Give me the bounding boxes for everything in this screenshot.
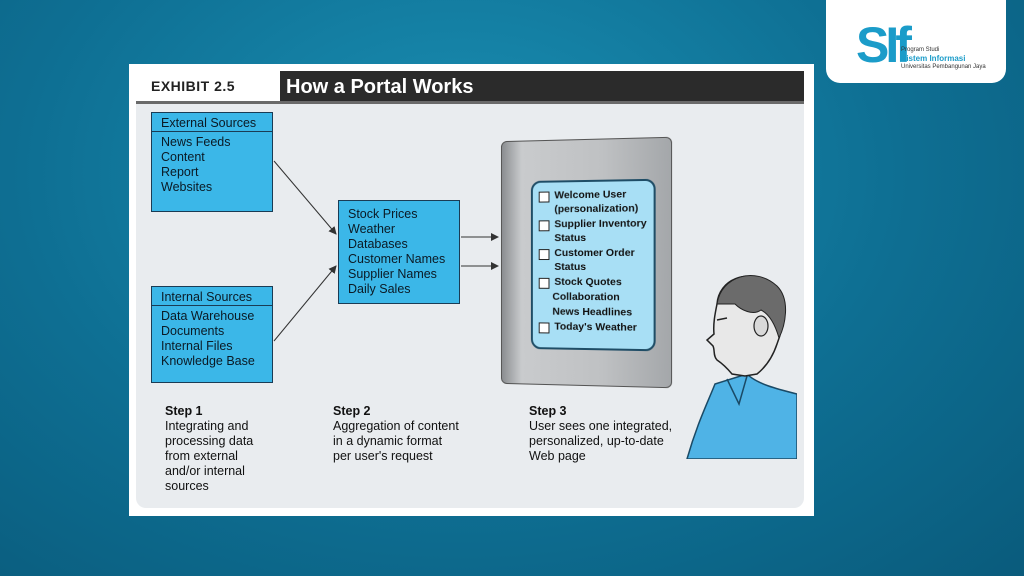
step-2: Step 2 Aggregation of content in a dynam… — [333, 404, 459, 464]
logo-text: Program Studi Sistem Informasi Universit… — [901, 46, 986, 71]
step-text: personalized, up-to-date — [529, 434, 664, 448]
step-label: Step 2 — [333, 404, 371, 418]
aggregation-item: Weather — [348, 222, 396, 236]
step-text: from external — [165, 449, 238, 463]
checkbox-icon — [538, 322, 550, 334]
logo-line-university: Universitas Pembangunan Jaya — [901, 64, 986, 70]
screen-list-item: Stock Quotes — [538, 275, 650, 289]
arrow-external-to-aggregation — [273, 160, 337, 235]
step-text: and/or internal — [165, 464, 245, 478]
step-text: per user's request — [333, 449, 433, 463]
aggregation-item: Stock Prices — [348, 207, 418, 221]
logo-line-program: Program Studi — [901, 47, 940, 53]
step-text: processing data — [165, 434, 254, 448]
step-text: in a dynamic format — [333, 434, 443, 448]
aggregation-item: Supplier Names — [348, 267, 437, 281]
checkbox-icon — [538, 249, 550, 261]
internal-source-item: Data Warehouse — [161, 309, 255, 323]
logo-line-name: Sistem Informasi — [901, 54, 966, 63]
internal-source-item: Knowledge Base — [161, 354, 255, 368]
step-text: Integrating and — [165, 419, 249, 433]
exhibit-number: EXHIBIT 2.5 — [151, 78, 236, 94]
step-label: Step 1 — [165, 404, 203, 418]
aggregation-item: Customer Names — [348, 252, 446, 266]
aggregation-item: Databases — [348, 237, 408, 251]
step-text: sources — [165, 479, 209, 493]
screen-list-item: Collaboration — [552, 290, 620, 304]
external-sources-box: External Sources News Feeds Content Repo… — [151, 112, 273, 212]
arrow-internal-to-aggregation — [273, 265, 337, 342]
internal-source-item: Documents — [161, 324, 225, 338]
external-source-item: Websites — [161, 180, 213, 194]
exhibit-header: EXHIBIT 2.5 How a Portal Works — [136, 71, 804, 101]
internal-sources-header: Internal Sources — [152, 287, 272, 306]
logo-card: SIf Program Studi Sistem Informasi Unive… — [826, 0, 1006, 83]
aggregation-item: Daily Sales — [348, 282, 411, 296]
exhibit-title: How a Portal Works — [286, 76, 474, 98]
user-person-icon — [686, 275, 797, 459]
header-divider — [136, 101, 804, 104]
svg-text:SIf: SIf — [856, 17, 912, 70]
portal-screen: Welcome User(personalization) Supplier I… — [530, 178, 656, 352]
step-text: Web page — [529, 449, 586, 463]
checkbox-icon — [538, 277, 550, 289]
flow-arrows — [273, 160, 499, 342]
screen-list-item: News Headlines — [552, 305, 633, 319]
external-source-item: News Feeds — [161, 135, 231, 149]
step-3: Step 3 User sees one integrated, persona… — [529, 404, 672, 464]
exhibit-figure: EXHIBIT 2.5 How a Portal Works External … — [129, 64, 814, 516]
external-source-item: Report — [161, 165, 199, 179]
step-text: User sees one integrated, — [529, 419, 673, 433]
monitor-illustration: Welcome User(personalization) Supplier I… — [500, 136, 673, 389]
sif-logo-icon: SIf — [856, 17, 916, 70]
external-source-item: Content — [161, 150, 205, 164]
step-1: Step 1 Integrating and processing data f… — [165, 404, 253, 494]
aggregation-box: Stock Prices Weather Databases Customer … — [338, 200, 460, 304]
screen-list-item: Today's Weather — [538, 319, 650, 335]
internal-source-item: Internal Files — [161, 339, 233, 353]
screen-list-item: Welcome User(personalization) — [538, 187, 650, 216]
step-label: Step 3 — [529, 404, 567, 418]
checkbox-icon — [538, 220, 550, 232]
internal-sources-box: Internal Sources Data Warehouse Document… — [151, 286, 273, 383]
checkbox-icon — [538, 191, 550, 203]
step-text: Aggregation of content — [333, 419, 459, 433]
header-bar — [280, 71, 804, 101]
external-sources-header: External Sources — [152, 113, 272, 132]
